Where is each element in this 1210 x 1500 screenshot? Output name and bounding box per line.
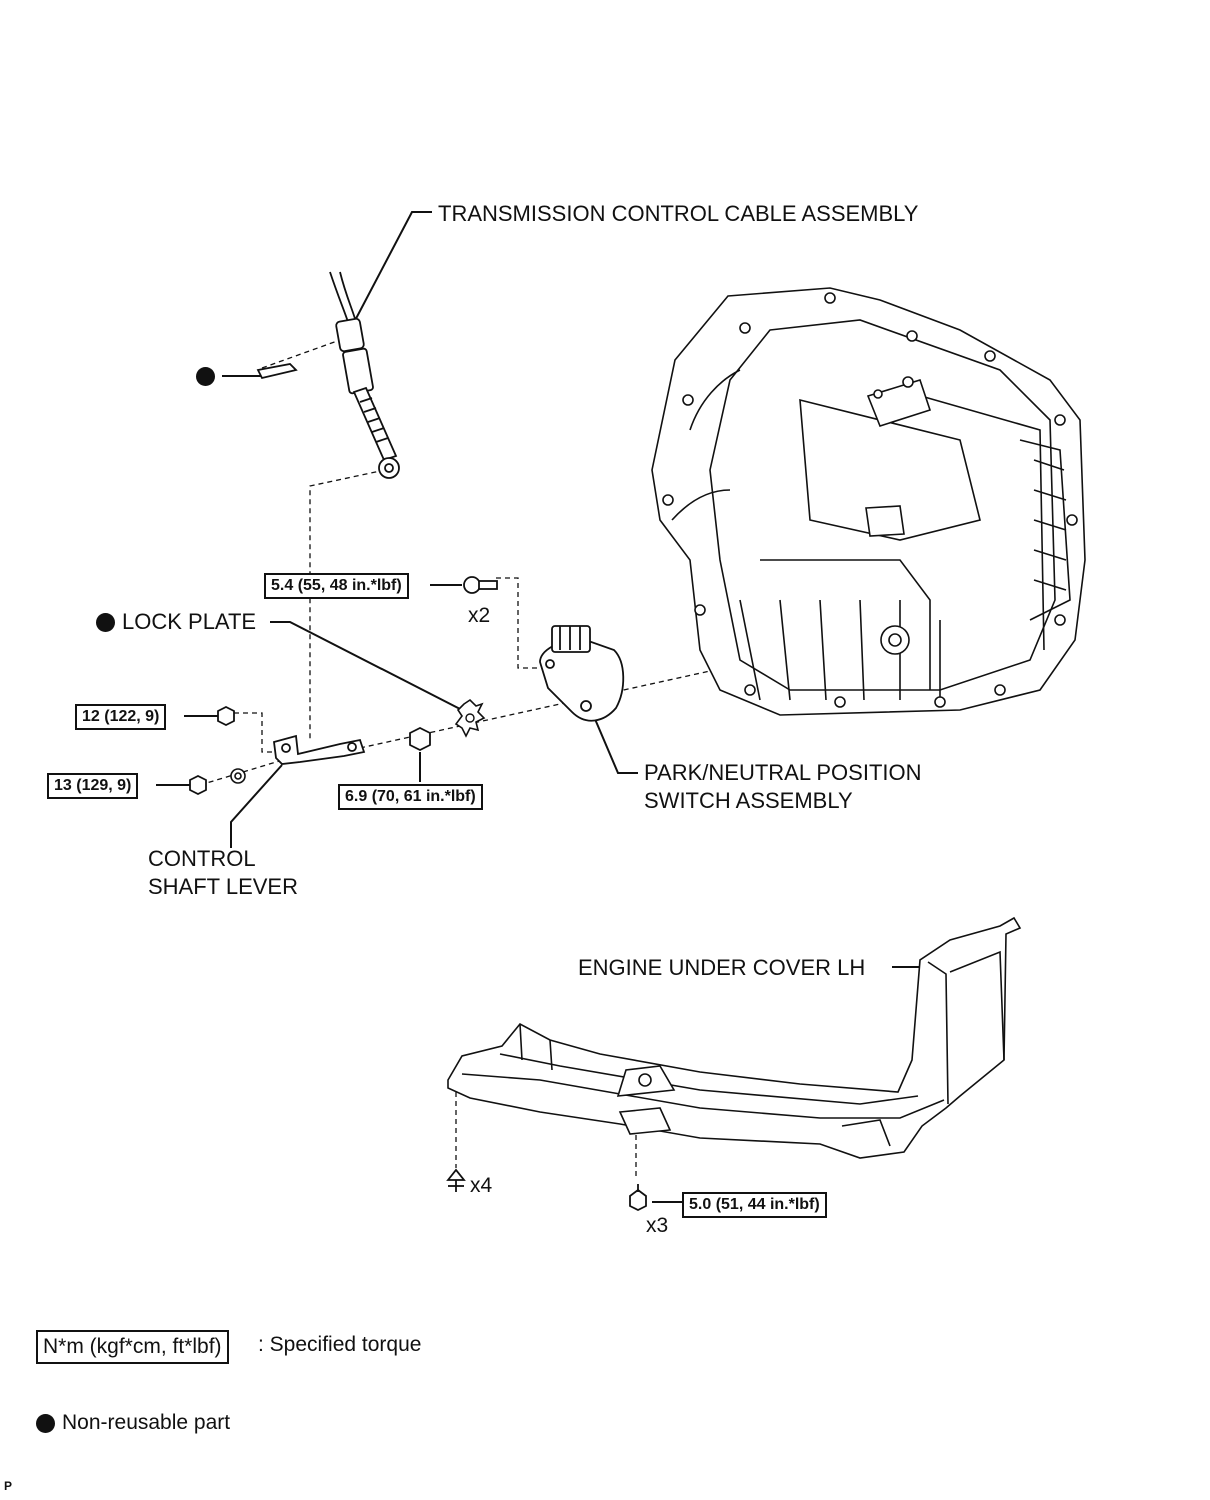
cable-leader (349, 211, 432, 331)
label-pnp-switch-line2: SWITCH ASSEMBLY (644, 788, 853, 813)
cable-clip (256, 363, 298, 380)
torque-nut-13: 13 (129, 9) (47, 773, 139, 799)
torque-switch-bolt: 5.4 (55, 48 in.*lbf) (264, 573, 409, 599)
legend-nonreusable-marker (36, 1414, 55, 1433)
nonreusable-lock-plate-marker (96, 613, 115, 632)
legend-torque-box: N*m (kgf*cm, ft*lbf) (36, 1330, 229, 1364)
torque-cover-bolt: 5.0 (51, 44 in.*lbf) (682, 1192, 827, 1218)
label-control-shaft-lever-line1: CONTROL (148, 846, 256, 871)
cover-bolt (629, 1184, 647, 1212)
engine-under-cover (447, 916, 1022, 1159)
cover-clip (446, 1168, 466, 1192)
nonreusable-cable-clip-marker (196, 367, 215, 386)
lock-plate-leader (270, 621, 463, 711)
transaxle-housing (651, 287, 1086, 716)
transmission-control-cable (329, 271, 400, 479)
label-pnp-switch-line1: PARK/NEUTRAL POSITION (644, 760, 922, 785)
label-lock-plate: LOCK PLATE (122, 609, 257, 634)
torque-nut-69: 6.9 (70, 61 in.*lbf) (338, 784, 483, 810)
pnp-switch (539, 625, 625, 722)
legend-nonreusable-desc: Non-reusable part (62, 1411, 231, 1434)
qty-cover-clip: x4 (470, 1174, 493, 1197)
nut-12 (217, 705, 235, 727)
pnp-leader (591, 711, 638, 774)
lever-leader (230, 764, 283, 848)
label-transmission-control-cable: TRANSMISSION CONTROL CABLE ASSEMBLY (438, 201, 919, 226)
qty-switch-bolt: x2 (468, 604, 491, 627)
qty-cover-bolt: x3 (646, 1214, 669, 1237)
nut-69 (409, 726, 431, 752)
corner-mark: P (4, 1479, 13, 1493)
switch-bolt (463, 576, 498, 594)
legend-torque-desc: : Specified torque (258, 1333, 422, 1356)
label-control-shaft-lever-line2: SHAFT LEVER (148, 874, 298, 899)
torque-nut-12: 12 (122, 9) (75, 704, 167, 730)
label-engine-under-cover: ENGINE UNDER COVER LH (578, 955, 866, 980)
nut-13 (189, 774, 207, 796)
control-shaft-lever (273, 734, 366, 765)
